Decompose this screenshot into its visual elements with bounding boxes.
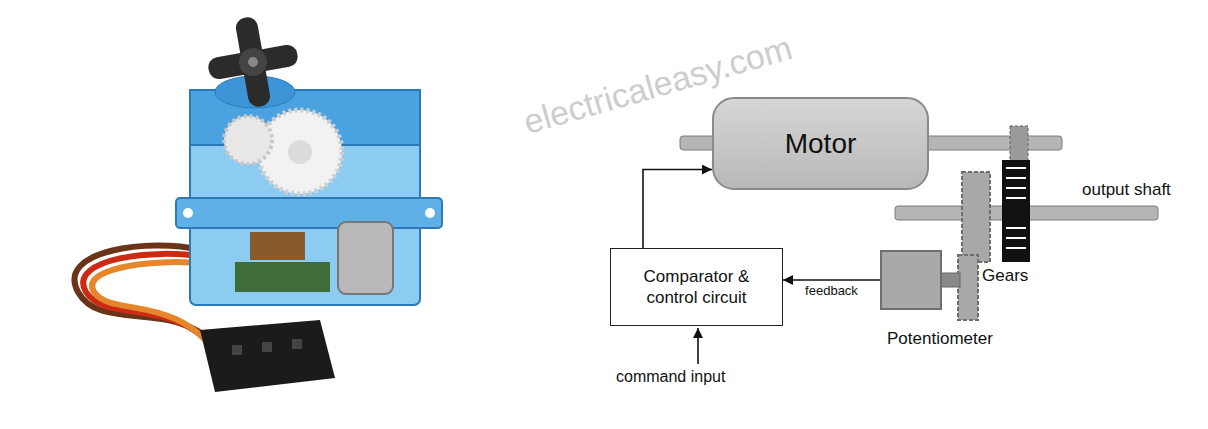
- potentiometer-box: Potentiometer: [880, 250, 942, 310]
- signal-label: command input: [616, 368, 725, 386]
- edge-label: feedback: [803, 284, 860, 299]
- servo-photo: [74, 10, 442, 392]
- signal-arrow: [783, 279, 880, 281]
- control-circuit-box: Comparator & control circuit: [610, 248, 783, 326]
- part-label: Potentiometer: [887, 328, 993, 349]
- box-label: Comparator & control circuit: [619, 266, 774, 309]
- signal-arrow: [643, 170, 712, 248]
- shaft-label: output shaft: [1082, 180, 1171, 200]
- part-label: Gears: [982, 266, 1028, 286]
- box-label: Motor: [785, 126, 857, 161]
- motor-box: Motor: [712, 97, 929, 190]
- command-arrow: [697, 328, 699, 364]
